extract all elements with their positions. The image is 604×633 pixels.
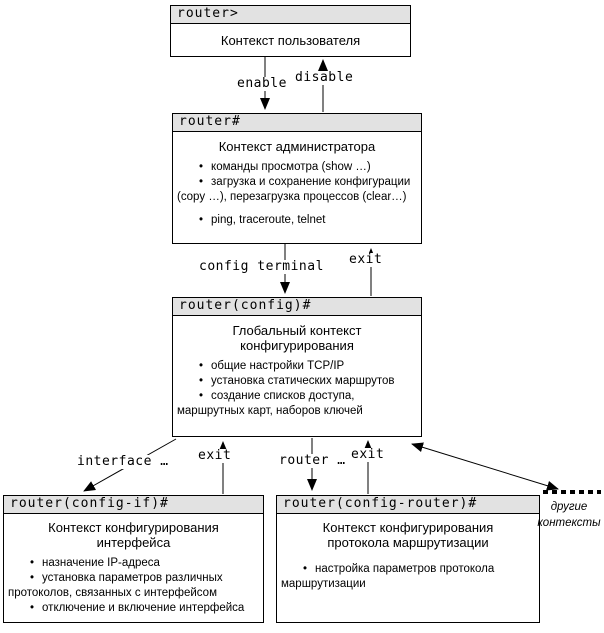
- interface-config-context-prompt: router(config-if)#: [4, 496, 263, 514]
- config-terminal-command-label: config terminal: [197, 259, 326, 274]
- exit-from-routing-command-label: exit: [349, 447, 387, 462]
- router-command-label: router …: [277, 453, 348, 468]
- enable-command-label: enable: [235, 76, 289, 91]
- global-config-context-prompt: router(config)#: [173, 298, 421, 316]
- exit-to-admin-command-label: exit: [347, 252, 385, 267]
- user-context-title: Контекст пользователя: [220, 33, 361, 48]
- bullet-item: создание списков доступа, маршрутных кар…: [177, 389, 417, 419]
- bullet-item: назначение IP-адреса: [8, 556, 259, 571]
- bullet-item: отключение и включение интерфейса: [8, 601, 259, 616]
- interface-command-label: interface …: [75, 454, 171, 469]
- bullet-item: команды просмотра (show …): [177, 160, 417, 175]
- other-contexts-arrow: [411, 442, 559, 491]
- routing-protocol-config-context-title: Контекст конфигурирования протокола марш…: [322, 520, 494, 550]
- interface-config-context-bullets: назначение IP-адреса установка параметро…: [4, 556, 263, 616]
- interface-config-context-box: router(config-if)# Контекст конфигуриров…: [3, 495, 264, 623]
- routing-protocol-config-context-box: router(config-router)# Контекст конфигур…: [276, 495, 540, 623]
- bullet-item: установка параметров различных протоколо…: [8, 571, 259, 601]
- routing-protocol-config-context-bullets: настройка параметров протокола маршрутиз…: [277, 562, 539, 592]
- admin-context-prompt: router#: [173, 114, 421, 132]
- other-contexts-note: другие контексты: [537, 501, 601, 529]
- routing-protocol-config-context-prompt: router(config-router)#: [277, 496, 539, 514]
- other-contexts-dashed-stub: [543, 490, 601, 494]
- user-context-box: router> Контекст пользователя: [170, 5, 411, 57]
- bullet-item: ping, traceroute, telnet: [177, 213, 417, 228]
- bullet-item: установка статических маршрутов: [177, 374, 417, 389]
- admin-context-bullets: команды просмотра (show …) загрузка и со…: [173, 160, 421, 228]
- bullet-item: настройка параметров протокола маршрутиз…: [281, 562, 535, 592]
- admin-context-title: Контекст администратора: [218, 139, 376, 154]
- admin-context-box: router# Контекст администратора команды …: [172, 113, 422, 244]
- global-config-context-box: router(config)# Глобальный контекст конф…: [172, 297, 422, 437]
- global-config-context-title: Глобальный контекст конфигурирования: [232, 323, 362, 353]
- interface-config-context-title: Контекст конфигурирования интерфейса: [48, 520, 219, 550]
- global-config-context-bullets: общие настройки TCP/IP установка статиче…: [173, 359, 421, 419]
- bullet-item: загрузка и сохранение конфигурации (copy…: [177, 175, 417, 205]
- disable-command-label: disable: [293, 70, 356, 85]
- exit-from-iface-command-label: exit: [196, 448, 234, 463]
- user-context-prompt: router>: [171, 6, 410, 24]
- bullet-item: общие настройки TCP/IP: [177, 359, 417, 374]
